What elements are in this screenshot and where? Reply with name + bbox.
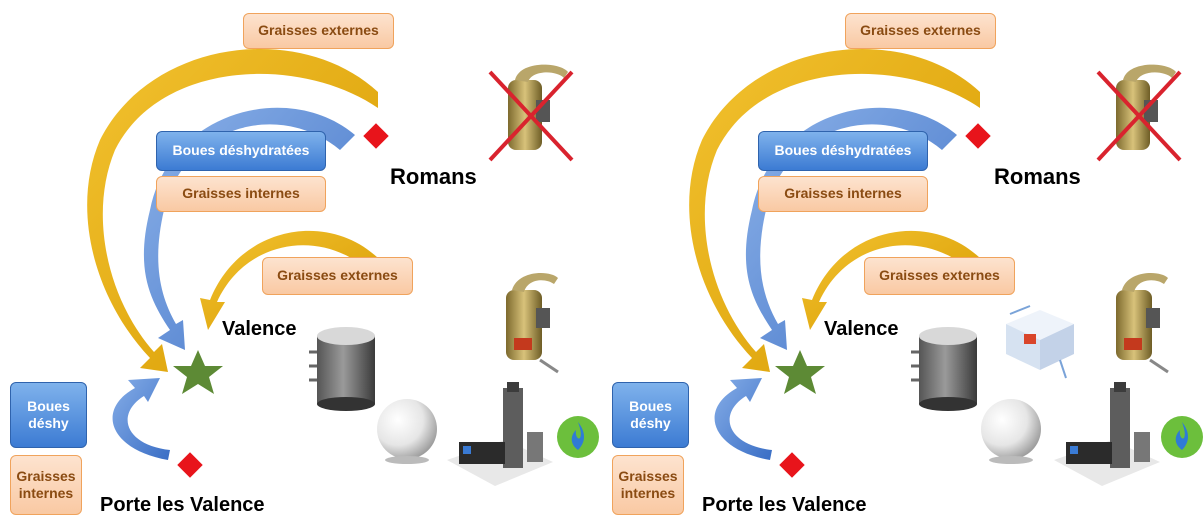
valence-hub-star bbox=[173, 350, 223, 394]
flow-arrows bbox=[87, 48, 389, 478]
dryer-unit-icon bbox=[1006, 305, 1074, 379]
dewatered-sludge-arrow bbox=[745, 107, 957, 351]
external-grease-label-mid: Graisses externes bbox=[262, 257, 413, 295]
place-valence: Valence bbox=[222, 318, 297, 340]
cogeneration-plant-icon bbox=[447, 382, 553, 486]
flow-arrows bbox=[689, 48, 991, 478]
external-grease-arrow-romans bbox=[689, 48, 980, 372]
incinerator-icon bbox=[1116, 273, 1169, 374]
sludge-short-label: Boues déshy bbox=[612, 382, 689, 448]
external-grease-label-top: Graisses externes bbox=[845, 13, 996, 49]
scenario-panel-future: Graisses externes Boues déshydratées Gra… bbox=[602, 0, 1204, 517]
external-grease-label-top: Graisses externes bbox=[243, 13, 394, 49]
internal-grease-label-bottom: Graisses internes bbox=[10, 455, 82, 515]
romans-site-marker bbox=[363, 123, 389, 149]
external-grease-arrow-local bbox=[802, 230, 982, 330]
biogas-flame-icon bbox=[1161, 416, 1203, 458]
gas-holder-sphere-icon bbox=[377, 399, 437, 464]
place-romans: Romans bbox=[994, 164, 1081, 189]
gas-holder-sphere-icon bbox=[981, 399, 1041, 464]
incinerator-crossed-icon bbox=[1096, 64, 1182, 162]
dewatered-sludge-label: Boues déshydratées bbox=[758, 131, 928, 171]
biogas-flame-icon bbox=[557, 416, 599, 458]
porte-transfer-arrow bbox=[112, 378, 170, 460]
sludge-short-label: Boues déshy bbox=[10, 382, 87, 448]
external-grease-label-mid: Graisses externes bbox=[864, 257, 1015, 295]
dewatered-sludge-arrow bbox=[143, 107, 355, 351]
incinerator-icon bbox=[506, 273, 559, 374]
internal-grease-label-top: Graisses internes bbox=[758, 176, 928, 212]
internal-grease-label-top: Graisses internes bbox=[156, 176, 326, 212]
external-grease-arrow-local bbox=[200, 230, 380, 330]
incinerator-crossed-icon bbox=[488, 64, 574, 162]
place-porte: Porte les Valence bbox=[100, 494, 265, 516]
porte-site-marker bbox=[779, 452, 805, 478]
internal-grease-label-bottom: Graisses internes bbox=[612, 455, 684, 515]
porte-transfer-arrow bbox=[714, 378, 772, 460]
scenario-panel-current: Graisses externes Boues déshydratées Gra… bbox=[10, 13, 599, 516]
cogeneration-plant-icon bbox=[1054, 382, 1160, 486]
digester-tank-icon bbox=[309, 327, 375, 411]
romans-site-marker bbox=[965, 123, 991, 149]
dewatered-sludge-label: Boues déshydratées bbox=[156, 131, 326, 171]
porte-site-marker bbox=[177, 452, 203, 478]
external-grease-arrow-romans bbox=[87, 48, 378, 372]
place-romans: Romans bbox=[390, 164, 477, 189]
valence-hub-star bbox=[775, 350, 825, 394]
place-porte: Porte les Valence bbox=[702, 494, 867, 516]
digester-tank-icon bbox=[911, 327, 977, 411]
place-valence: Valence bbox=[824, 318, 899, 340]
